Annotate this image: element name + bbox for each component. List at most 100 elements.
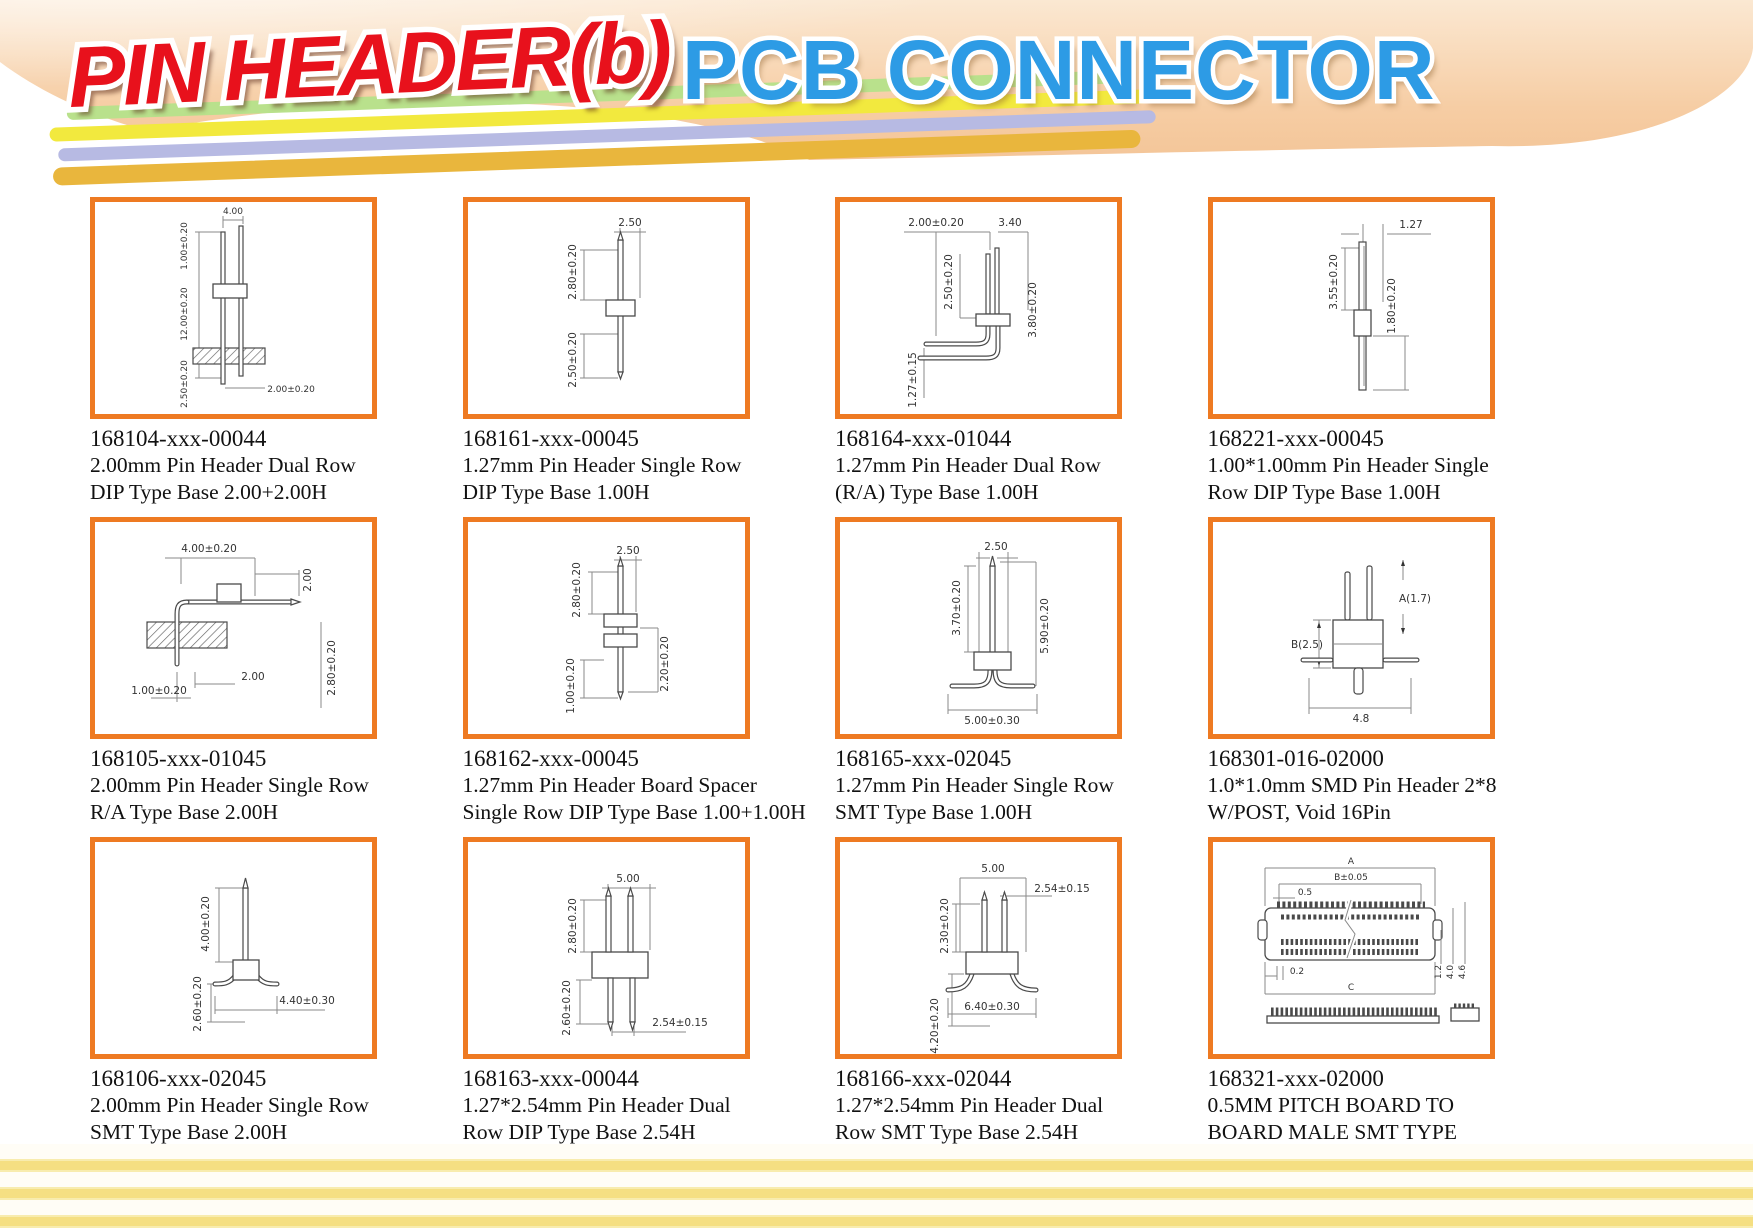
drawing-box: 2.80±0.20 5.00 2.60±0.20 2.54±0.15 — [462, 837, 750, 1059]
catalog-cell: 5.00 2.30±0.20 2.54±0.15 6.40±0.30 4.20±… — [835, 837, 1122, 1157]
drawing-geometry — [1300, 560, 1419, 714]
drawing-box: A B±0.05 0.5 1.2 4.0 4.6 0.2 C — [1207, 837, 1495, 1059]
part-number: 168321-xxx-02000 — [1207, 1066, 1384, 1091]
dimension-label: 2.00±0.20 — [267, 385, 315, 395]
drawing-box: 4.00±0.20 2.00 2.00 1.00±0.20 2.80±0.20 — [90, 517, 377, 739]
catalog-cell: 2.50 3.70±0.20 5.90±0.20 5.00±0.30 16816… — [835, 517, 1122, 837]
dimension-label: 4.0 — [1446, 965, 1456, 980]
dimension-label: 4.8 — [1352, 713, 1369, 725]
drawing-box: A(1.7) B(2.5) 4.8 — [1207, 517, 1495, 739]
dimension-label: 12.00±0.20 — [180, 287, 190, 341]
dimension-label: 4.40±0.30 — [279, 995, 335, 1007]
dimension-label: 2.30±0.20 — [939, 898, 951, 954]
dimension-label: 2.00 — [241, 671, 264, 683]
description-line: Single Row DIP Type Base 1.00+1.00H — [462, 800, 806, 824]
description-line: 1.27*2.54mm Pin Header Dual — [462, 1093, 731, 1117]
catalog-cell: 2.00±0.20 3.40 2.50±0.20 3.80±0.20 1.27±… — [835, 197, 1122, 517]
part-number: 168163-xxx-00044 — [462, 1066, 639, 1091]
dimension-label: 1.27 — [1399, 219, 1422, 231]
description-line: W/POST, Void 16Pin — [1207, 800, 1391, 824]
technical-drawing: 4.00±0.20 2.60±0.20 4.40±0.30 — [192, 877, 335, 1032]
dimension-label: A(1.7) — [1398, 593, 1430, 605]
description-line: 1.27mm Pin Header Single Row — [835, 773, 1114, 797]
dimension-label: 6.40±0.30 — [964, 1001, 1020, 1013]
cell-caption: 168165-xxx-02045 1.27mm Pin Header Singl… — [835, 745, 1122, 826]
dimension-label: 2.50±0.20 — [943, 254, 955, 310]
drawing-box: 4.00±0.20 2.60±0.20 4.40±0.30 — [90, 837, 377, 1059]
description-line: R/A Type Base 2.00H — [90, 800, 279, 824]
dimension-label: 3.80±0.20 — [1027, 282, 1039, 338]
cell-caption: 168166-xxx-02044 1.27*2.54mm Pin Header … — [835, 1065, 1122, 1146]
description-line: 1.27*2.54mm Pin Header Dual — [835, 1093, 1104, 1117]
description-line: 2.00mm Pin Header Dual Row — [90, 453, 356, 477]
description-line: 2.00mm Pin Header Single Row — [90, 1093, 369, 1117]
dimension-label: C — [1347, 983, 1353, 993]
drawing-geometry — [904, 231, 1029, 398]
page-header: PIN HEADER(b) PCB CONNECTOR — [0, 0, 1753, 196]
catalog-cell: 4.00 1.00±0.20 12.00±0.20 2.50±0.20 2.00… — [90, 197, 377, 517]
technical-drawing: 2.80±0.20 5.00 2.60±0.20 2.54±0.15 — [561, 873, 708, 1036]
drawing-box: 5.00 2.30±0.20 2.54±0.15 6.40±0.30 4.20±… — [835, 837, 1122, 1059]
catalog-cell: 2.80±0.20 2.50 2.50±0.20 168161-xxx-0004… — [462, 197, 750, 517]
cell-caption: 168104-xxx-00044 2.00mm Pin Header Dual … — [90, 425, 377, 506]
technical-drawing: A B±0.05 0.5 1.2 4.0 4.6 0.2 C — [1256, 857, 1480, 1024]
dimension-label: 5.00±0.30 — [964, 715, 1020, 727]
drawing-box: 1.27 3.55±0.20 1.80±0.20 — [1207, 197, 1495, 419]
catalog-grid: 4.00 1.00±0.20 12.00±0.20 2.50±0.20 2.00… — [90, 197, 1497, 1157]
drawing-geometry — [192, 216, 266, 389]
dimension-label: 4.6 — [1458, 965, 1468, 980]
dimension-label: 1.00±0.20 — [131, 685, 187, 697]
dimension-label: 4.20±0.20 — [929, 998, 941, 1054]
catalog-cell: A B±0.05 0.5 1.2 4.0 4.6 0.2 C 168321-xx… — [1207, 837, 1495, 1157]
dimension-label: 2.80±0.20 — [567, 898, 579, 954]
drawing-box: 2.50 3.70±0.20 5.90±0.20 5.00±0.30 — [835, 517, 1122, 739]
part-number: 168165-xxx-02045 — [835, 746, 1012, 771]
catalog-cell: 2.80±0.20 2.50 1.00±0.20 2.20±0.20 16816… — [462, 517, 806, 837]
cell-caption: 168164-xxx-01044 1.27mm Pin Header Dual … — [835, 425, 1122, 506]
catalog-cell: 1.27 3.55±0.20 1.80±0.20 168221-xxx-0004… — [1207, 197, 1495, 517]
catalog-cell: 4.00±0.20 2.00 2.00 1.00±0.20 2.80±0.20 … — [90, 517, 377, 837]
dimension-label: A — [1347, 857, 1354, 867]
dimension-label: 1.80±0.20 — [1386, 278, 1398, 334]
dimension-label: 3.40 — [998, 217, 1021, 229]
dimension-label: 0.5 — [1297, 888, 1311, 898]
description-line: SMT Type Base 2.00H — [90, 1120, 288, 1144]
dimension-label: 2.50±0.20 — [180, 360, 190, 408]
cell-caption: 168163-xxx-00044 1.27*2.54mm Pin Header … — [463, 1065, 750, 1146]
dimension-label: 1.00±0.20 — [180, 222, 190, 270]
technical-drawing: 4.00 1.00±0.20 12.00±0.20 2.50±0.20 2.00… — [180, 207, 315, 408]
drawing-geometry — [1256, 867, 1480, 1024]
dimension-label: 2.50 — [984, 541, 1007, 553]
dimension-label: 2.50 — [616, 545, 639, 557]
description-line: 1.27mm Pin Header Dual Row — [835, 453, 1101, 477]
dimension-label: 3.55±0.20 — [1328, 254, 1340, 310]
cell-caption: 168105-xxx-01045 2.00mm Pin Header Singl… — [90, 745, 377, 826]
drawing-box: 2.00±0.20 3.40 2.50±0.20 3.80±0.20 1.27±… — [835, 197, 1122, 419]
footer-stripes — [0, 1144, 1753, 1228]
drawing-geometry — [146, 557, 322, 708]
drawing-geometry — [207, 877, 325, 1023]
cell-caption: 168161-xxx-00045 1.27mm Pin Header Singl… — [463, 425, 750, 506]
description-line: 2.00mm Pin Header Single Row — [90, 773, 369, 797]
cell-caption: 168301-016-02000 1.0*1.0mm SMD Pin Heade… — [1207, 745, 1497, 826]
technical-drawing: 2.80±0.20 2.50 2.50±0.20 — [567, 217, 646, 388]
cell-caption: 168221-xxx-00045 1.00*1.00mm Pin Header … — [1208, 425, 1495, 506]
part-number: 168301-016-02000 — [1207, 746, 1384, 771]
technical-drawing: 2.00±0.20 3.40 2.50±0.20 3.80±0.20 1.27±… — [904, 217, 1039, 408]
dimension-label: 0.2 — [1289, 967, 1303, 977]
drawing-box: 2.80±0.20 2.50 2.50±0.20 — [462, 197, 750, 419]
description-line: 1.27mm Pin Header Single Row — [462, 453, 742, 477]
catalog-cell: 4.00±0.20 2.60±0.20 4.40±0.30 168106-xxx… — [90, 837, 377, 1157]
dimension-label: 2.80±0.20 — [326, 640, 338, 696]
dimension-label: B±0.05 — [1334, 873, 1368, 883]
technical-drawing: A(1.7) B(2.5) 4.8 — [1290, 560, 1431, 725]
description-line: BOARD MALE SMT TYPE — [1207, 1120, 1457, 1144]
description-line: 0.5MM PITCH BOARD TO — [1207, 1093, 1455, 1117]
drawing-geometry — [947, 552, 1038, 714]
dimension-label: 2.54±0.15 — [652, 1017, 708, 1029]
cell-caption: 168321-xxx-02000 0.5MM PITCH BOARD TO BO… — [1208, 1065, 1495, 1146]
description-line: Row DIP Type Base 1.00H — [1207, 480, 1441, 504]
description-line: SMT Type Base 1.00H — [835, 800, 1033, 824]
description-line: Row DIP Type Base 2.54H — [462, 1120, 696, 1144]
